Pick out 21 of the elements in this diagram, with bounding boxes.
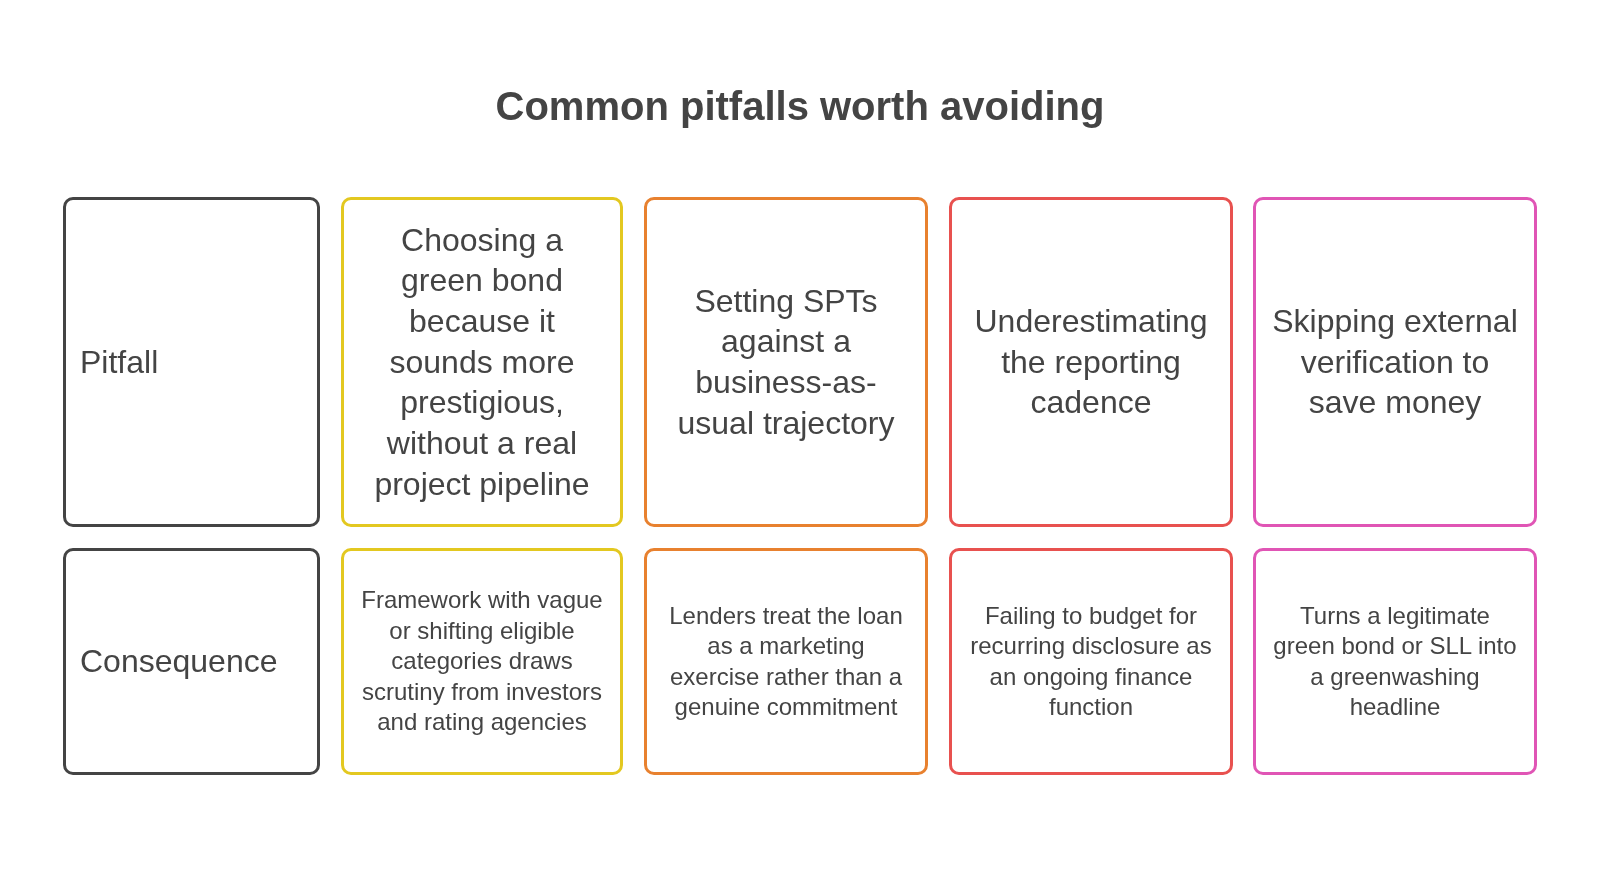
cell-text: Underestimating the reporting cadence xyxy=(973,302,1209,423)
pitfall-box xyxy=(341,197,623,527)
consequence-box xyxy=(949,548,1233,775)
row-header-box xyxy=(63,197,320,527)
cell-text: Setting SPTs against a business-as-usual trajectory xyxy=(676,281,896,443)
consequence-box xyxy=(341,548,623,775)
consequence-box xyxy=(1253,548,1537,775)
row-header: Pitfall xyxy=(80,342,160,382)
diagram-title: Common pitfalls worth avoiding xyxy=(494,84,1106,129)
cell-text: Skipping external verification to save money xyxy=(1271,302,1519,423)
cell-text: Turns a legitimate green bond or SLL into a greenwashing headline xyxy=(1272,600,1518,722)
cell-text: Lenders treat the loan as a marketing exercise rather than a genuine commitment xyxy=(668,600,904,722)
pitfall-box xyxy=(644,197,928,527)
row-header: Consequence xyxy=(80,642,279,682)
cell-text: Framework with vague or shifting eligible categories draws scrutiny from investors and rating agencies xyxy=(360,585,604,738)
cell-text: Failing to budget for recurring disclosure as an ongoing finance function xyxy=(969,600,1213,722)
pitfall-box xyxy=(949,197,1233,527)
pitfall-box xyxy=(1253,197,1537,527)
consequence-box xyxy=(644,548,928,775)
row-header-box xyxy=(63,548,320,775)
cell-text: Choosing a green bond because it sounds more prestigious, without a real project pipeline xyxy=(373,220,591,504)
